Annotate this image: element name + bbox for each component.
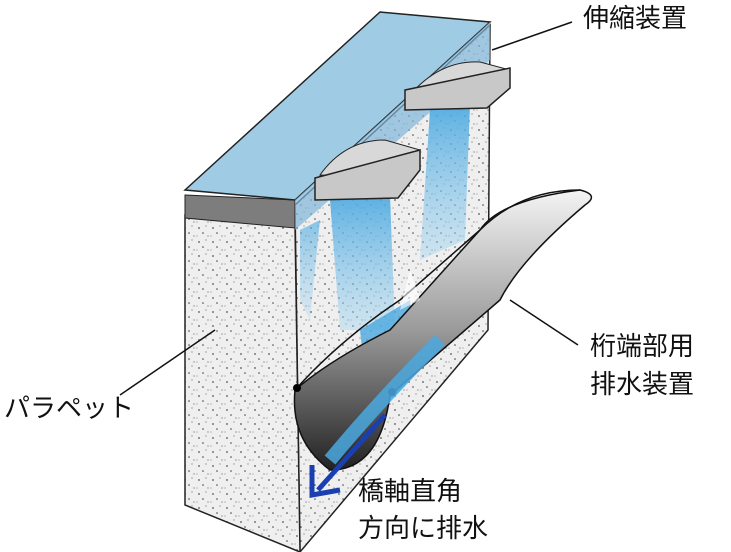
- parapet-front-face: [184, 214, 301, 552]
- label-expansion-joint: 伸縮装置: [583, 4, 688, 34]
- label-parapet: パラペット: [4, 394, 135, 424]
- label-drainage-line1: 桁端部用: [590, 332, 695, 362]
- drainage-gutter: [293, 189, 593, 471]
- leader-expansion-joint: [491, 21, 573, 51]
- leader-drainage: [509, 299, 579, 346]
- drain-direction-arrow: [309, 413, 387, 498]
- label-drainage-line2: 排水装置: [590, 370, 695, 400]
- label-direction-line1: 橋軸直角: [358, 477, 463, 507]
- leader-parapet: [119, 329, 216, 396]
- expansion-joint-lower: [314, 139, 421, 201]
- expansion-joint-upper: [404, 61, 511, 111]
- label-direction-line2: 方向に排水: [358, 514, 489, 544]
